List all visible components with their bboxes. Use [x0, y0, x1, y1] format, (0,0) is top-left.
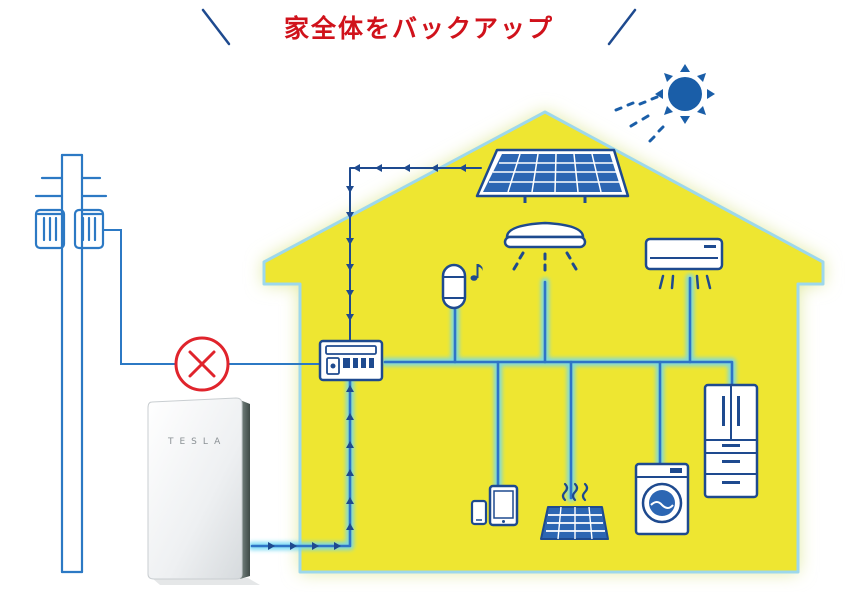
sun-icon [614, 64, 715, 143]
cut-connection-icon [174, 336, 230, 392]
home-battery-icon: TESLA [147, 397, 260, 585]
air-conditioner-icon [644, 237, 724, 290]
washing-machine-icon [634, 462, 690, 536]
arrow-down-1 [346, 186, 354, 193]
arrow-solar-5 [353, 164, 360, 172]
arrow-right-2 [290, 542, 297, 550]
tablet-icon [488, 484, 519, 527]
refrigerator-icon [703, 383, 759, 499]
power-wires [248, 167, 736, 550]
battery-brand: TESLA [167, 437, 226, 447]
arrow-down-6 [346, 314, 354, 321]
music-note-icon [470, 264, 483, 281]
light-rays [512, 251, 578, 272]
arrow-up-4 [346, 469, 354, 476]
wire-core-layer [250, 276, 734, 548]
arrow-solar-4 [375, 164, 382, 172]
solar-panel-icon [475, 148, 630, 203]
smart-speaker-icon [441, 263, 483, 310]
flow-arrows [268, 164, 466, 550]
heading-right-slash [607, 8, 637, 46]
ceiling-light-icon [503, 221, 587, 272]
heading-left-slash [201, 8, 231, 46]
smartphone-icon [470, 499, 488, 526]
arrow-right-4 [334, 542, 341, 550]
arrow-up-6 [346, 523, 354, 530]
arrow-up-1 [346, 385, 354, 392]
battery-shadow [152, 578, 260, 585]
arrow-up-3 [346, 441, 354, 448]
arrow-right-1 [268, 542, 275, 550]
arrow-solar-1 [459, 164, 466, 172]
arrow-up-2 [346, 413, 354, 420]
arrow-down-2 [346, 212, 354, 219]
heat-waves [561, 482, 589, 502]
arrow-down-5 [346, 290, 354, 297]
utility-pole-icon [34, 153, 323, 574]
arrow-solar-2 [431, 164, 438, 172]
arrow-right-3 [312, 542, 319, 550]
heading-title: 家全体をバックアップ [284, 14, 554, 43]
arrow-down-4 [346, 264, 354, 271]
grid-feed-line [102, 229, 177, 365]
battery-front [147, 397, 243, 580]
heading: 家全体をバックアップ [201, 8, 637, 46]
airflow-lines [658, 274, 712, 290]
distribution-board-icon [318, 339, 384, 382]
arrow-down-3 [346, 238, 354, 245]
arrow-solar-3 [403, 164, 410, 172]
floor-heating-icon [540, 482, 609, 540]
sun-rays [655, 64, 715, 124]
arrow-up-5 [346, 497, 354, 504]
sun-beams [614, 95, 665, 143]
